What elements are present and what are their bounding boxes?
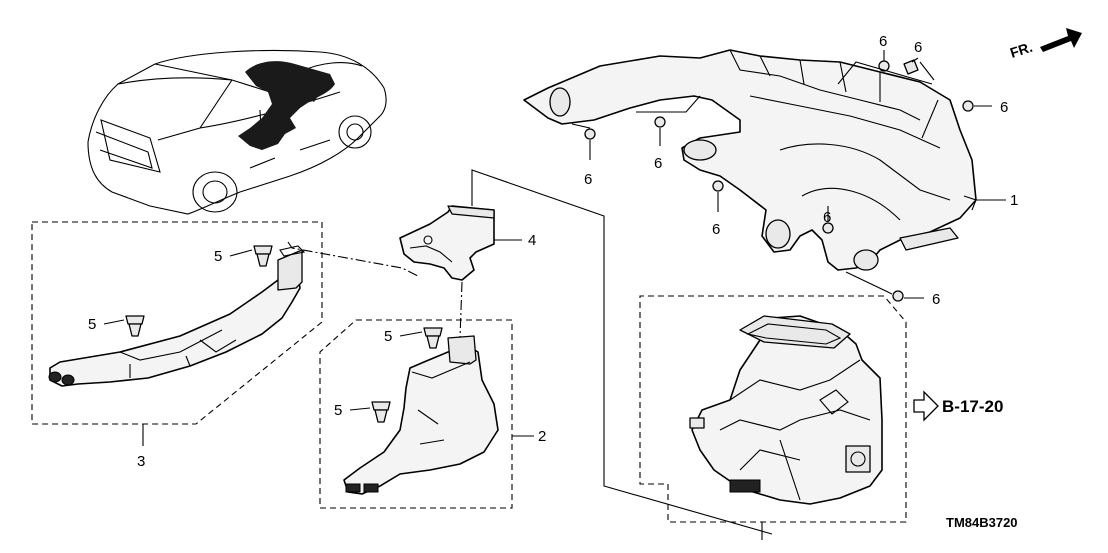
connection-line — [287, 241, 419, 277]
callout-6: 6 — [1000, 99, 1008, 116]
callout-6: 6 — [712, 221, 720, 238]
callout-3: 3 — [137, 453, 145, 470]
screw-fastener — [822, 206, 834, 234]
screw-fastener — [584, 128, 596, 160]
vehicle-location-illustration — [87, 49, 387, 215]
screw-fastener — [712, 180, 724, 212]
connection-line — [459, 281, 463, 339]
front-label: FR. — [1008, 39, 1034, 61]
group-2-outline — [319, 319, 513, 509]
callout-2: 2 — [538, 428, 546, 445]
dashboard-air-duct — [523, 49, 977, 271]
callout-1: 1 — [1010, 192, 1018, 209]
callout-6: 6 — [879, 33, 887, 50]
callout-6: 6 — [654, 155, 662, 172]
callout-6: 6 — [932, 291, 940, 308]
front-direction-indicator: FR. — [1008, 28, 1082, 61]
screw-fastener — [892, 290, 924, 302]
diagram-code: TM84B3720 — [946, 515, 1018, 530]
callout-5: 5 — [384, 328, 392, 345]
group-3-outline — [31, 221, 323, 425]
clip-fastener — [399, 327, 443, 349]
callout-6: 6 — [823, 209, 831, 226]
callout-4: 4 — [528, 232, 536, 249]
screw-fastener — [903, 57, 935, 81]
clip-fastener — [103, 315, 145, 337]
reference-link[interactable]: B-17-20 — [942, 397, 1003, 416]
screw-fastener — [962, 100, 992, 112]
connection-line — [471, 169, 773, 535]
front-arrow-icon — [1040, 28, 1082, 52]
screw-fastener — [654, 116, 666, 146]
connector-duct — [399, 205, 495, 281]
rear-floor-duct-right — [343, 335, 499, 495]
callout-5: 5 — [334, 402, 342, 419]
callout-5: 5 — [214, 248, 222, 265]
callout-5: 5 — [88, 316, 96, 333]
reference-arrow-icon — [913, 390, 939, 422]
duct-harness-highlight — [238, 61, 335, 150]
callout-6: 6 — [584, 171, 592, 188]
screw-fastener — [878, 50, 890, 72]
clip-fastener — [229, 245, 273, 267]
heater-unit — [689, 315, 883, 505]
clip-fastener — [349, 401, 391, 423]
callout-6: 6 — [914, 39, 922, 56]
